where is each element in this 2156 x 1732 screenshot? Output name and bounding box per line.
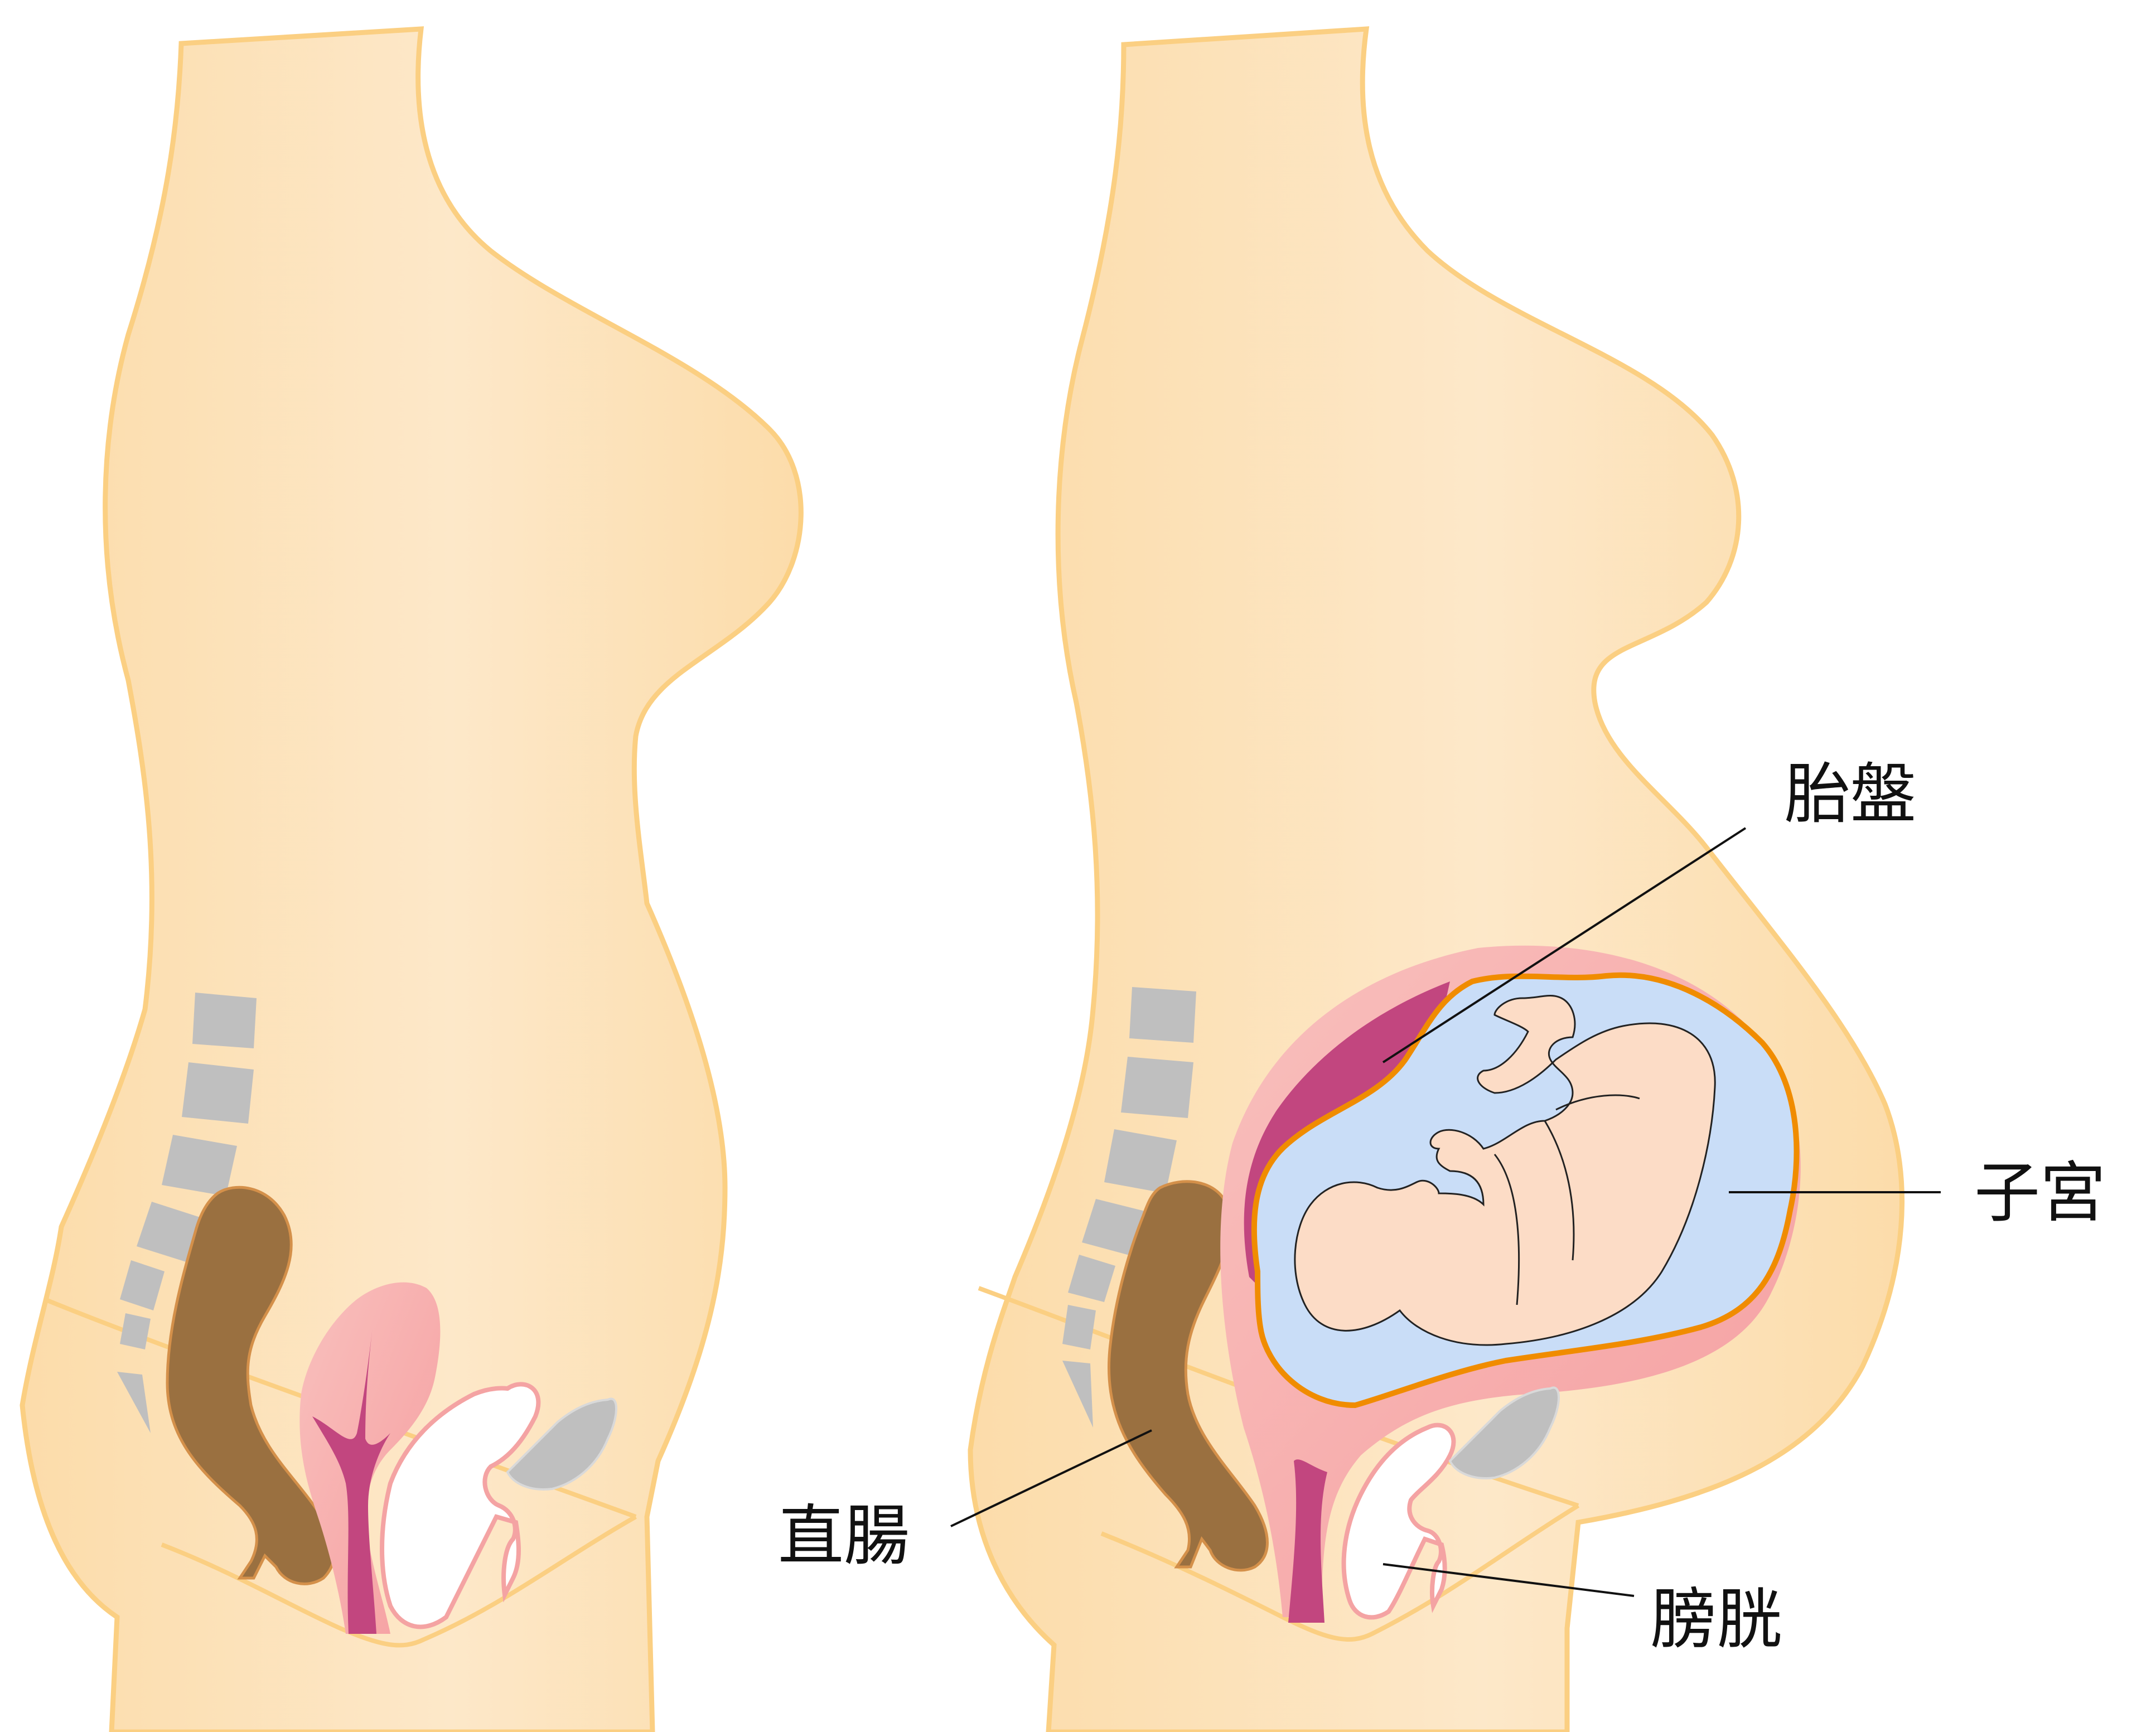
vertebra — [1062, 1305, 1096, 1349]
vertebra — [1121, 1057, 1193, 1118]
pregnant-figure — [970, 29, 1902, 1732]
vertebra — [1104, 1129, 1177, 1193]
vertebra — [162, 1135, 237, 1196]
vertebra — [182, 1062, 254, 1124]
label-placenta: 胎盤 — [1785, 756, 1916, 833]
label-bladder: 膀胱 — [1651, 1581, 1782, 1658]
vertebra — [192, 993, 257, 1048]
label-rectum: 直腸 — [778, 1497, 910, 1574]
label-uterus: 子宮 — [1974, 1154, 2106, 1231]
vertebra — [120, 1313, 151, 1349]
non-pregnant-figure — [22, 29, 801, 1732]
vertebra — [1129, 987, 1196, 1043]
